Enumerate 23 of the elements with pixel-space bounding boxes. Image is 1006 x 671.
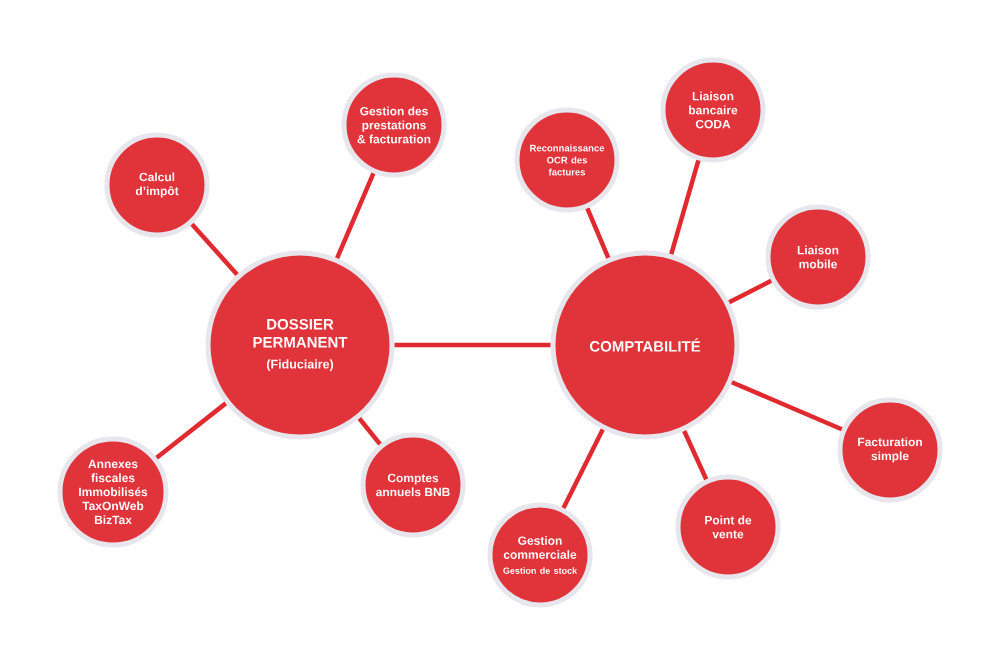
sphere-node: COMPTABILITÉ	[550, 250, 740, 440]
sphere-node: Annexes fiscales Immobilisés TaxOnWeb BizTax	[57, 436, 169, 548]
connector-line	[561, 428, 605, 510]
sphere-node: Reconnaissance OCR des factures	[514, 107, 620, 213]
sphere-node: Liaison bancaire CODA	[660, 57, 766, 163]
sphere-node: Facturation simple	[837, 397, 943, 503]
connector-line	[190, 222, 239, 277]
connector-line	[335, 172, 376, 259]
connector-line	[730, 380, 843, 432]
connector-line	[728, 278, 773, 305]
sphere-node: Calcul d’impôt	[104, 132, 210, 238]
sphere-node: Gestion des prestations & facturation	[341, 72, 447, 178]
sphere-node: Gestion commerciale Gestion de stock	[487, 502, 593, 608]
connector-line	[394, 342, 551, 348]
sphere-node: Comptes annuels BNB	[360, 432, 466, 538]
sphere-node: Point de vente	[675, 474, 781, 580]
connector-line	[669, 159, 701, 255]
connector-line	[682, 430, 709, 481]
connector-line	[585, 207, 611, 259]
connector-line	[155, 401, 228, 460]
connector-line	[357, 417, 382, 446]
sphere-node: DOSSIER PERMANENT (Fiduciaire)	[205, 250, 395, 440]
sphere-node: Liaison mobile	[765, 204, 871, 310]
